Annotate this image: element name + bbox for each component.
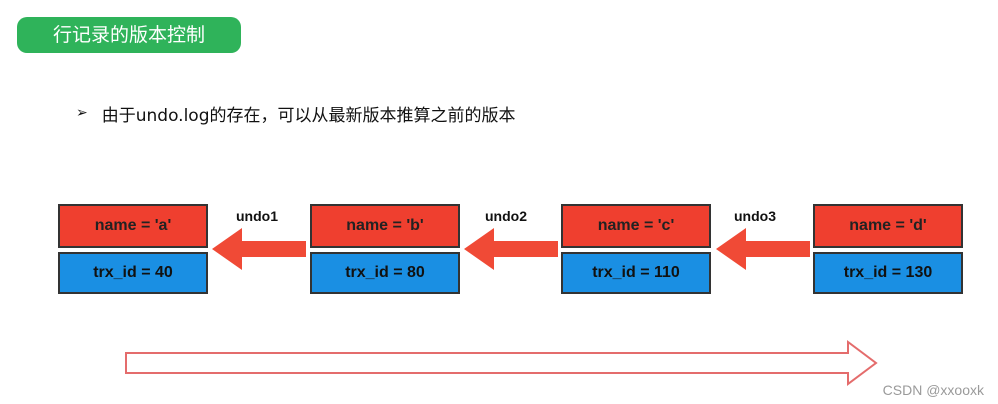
bullet-text: 由于undo.log的存在，可以从最新版本推算之前的版本 — [101, 105, 516, 126]
watermark: CSDN @xxooxk — [882, 382, 984, 398]
record-name-cell: name = 'a' — [58, 204, 208, 248]
record-version-1: name = 'a' trx_id = 40 — [58, 204, 208, 294]
undo3-arrow-icon — [716, 228, 810, 270]
record-version-4: name = 'd' trx_id = 130 — [813, 204, 963, 294]
record-trx-cell: trx_id = 80 — [310, 252, 460, 294]
record-trx-cell: trx_id = 40 — [58, 252, 208, 294]
record-name-cell: name = 'b' — [310, 204, 460, 248]
undo-label-3: undo3 — [734, 208, 776, 224]
record-version-2: name = 'b' trx_id = 80 — [310, 204, 460, 294]
undo1-arrow-icon — [212, 228, 306, 270]
record-name-cell: name = 'd' — [813, 204, 963, 248]
timeline-arrow-icon — [125, 340, 878, 386]
record-name-cell: name = 'c' — [561, 204, 711, 248]
record-trx-cell: trx_id = 110 — [561, 252, 711, 294]
section-title: 行记录的版本控制 — [17, 17, 241, 53]
undo-label-2: undo2 — [485, 208, 527, 224]
undo2-arrow-icon — [464, 228, 558, 270]
arrow-bullet-icon: ➢ — [76, 105, 88, 121]
undo-label-1: undo1 — [236, 208, 278, 224]
bullet-point: ➢ 由于undo.log的存在，可以从最新版本推算之前的版本 — [76, 100, 516, 126]
record-version-3: name = 'c' trx_id = 110 — [561, 204, 711, 294]
record-trx-cell: trx_id = 130 — [813, 252, 963, 294]
